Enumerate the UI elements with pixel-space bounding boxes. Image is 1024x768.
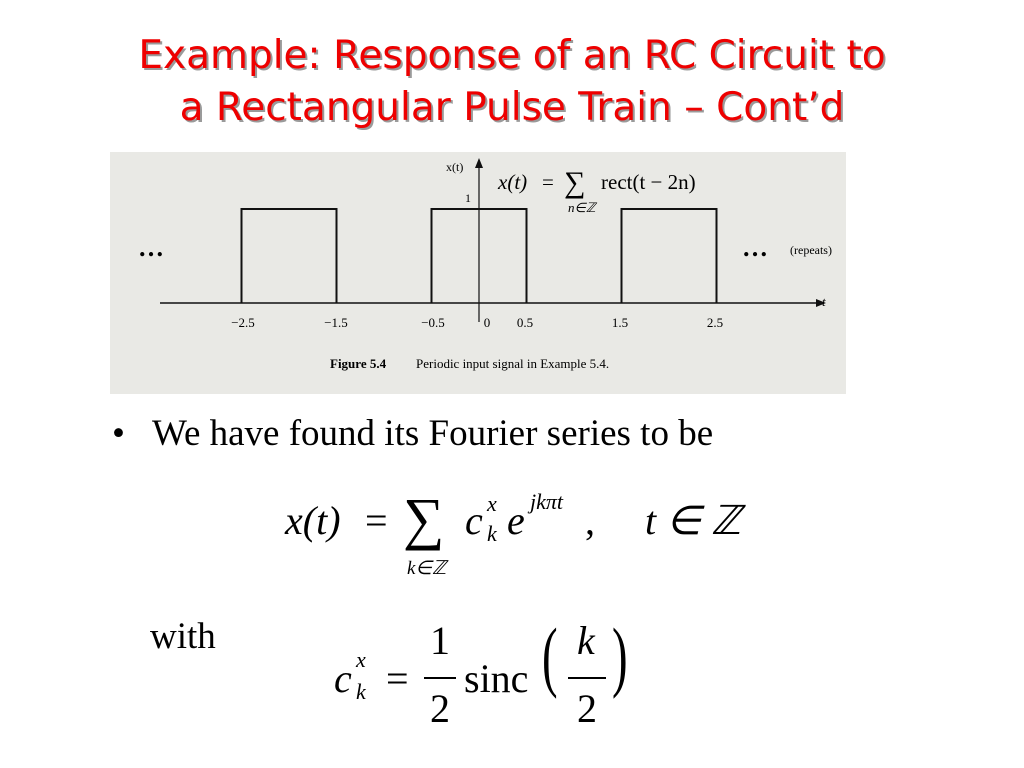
eq2-coef-sub: k bbox=[356, 679, 366, 704]
x-tick-label: 2.5 bbox=[707, 315, 723, 330]
eq2-arg-num: k bbox=[577, 618, 595, 663]
x-tick-label: 0.5 bbox=[517, 315, 533, 330]
eq2-coef-sup: x bbox=[356, 647, 366, 672]
figure-formula-lhs: x(t) bbox=[497, 170, 527, 194]
eq2-paren-close: ) bbox=[612, 612, 628, 699]
t-axis-arrow bbox=[816, 299, 826, 307]
figure-formula-sub: n∈ℤ bbox=[568, 200, 598, 215]
eq2-arg-den: 2 bbox=[577, 686, 597, 731]
caption-text: Periodic input signal in Example 5.4. bbox=[416, 356, 609, 371]
eq2-arg-bar bbox=[568, 677, 606, 679]
eq1-lhs: x(t) bbox=[285, 498, 341, 543]
eq2-paren-open: ( bbox=[542, 612, 558, 699]
eq2-frac-den: 2 bbox=[430, 686, 450, 731]
eq1-exp-base: e bbox=[507, 498, 525, 543]
pulse-train-plot: x(t) 1 t −2.5 −1.5 −0.5 0 0.5 1.5 2.5 … … bbox=[138, 158, 832, 371]
pulse-waveform bbox=[240, 208, 718, 303]
fourier-series-equation: x(t) = ∑ k∈ℤ c x k e jkπt , t ∈ ℤ bbox=[285, 486, 745, 587]
caption-label: Figure 5.4 bbox=[330, 356, 387, 371]
eq1-coef: c bbox=[465, 498, 483, 543]
x-tick-label: 0 bbox=[484, 315, 491, 330]
with-label: with bbox=[150, 616, 216, 657]
bullet-item: • We have found its Fourier series to be bbox=[112, 412, 713, 455]
bullet-text: We have found its Fourier series to be bbox=[152, 413, 714, 454]
x-tick-label: 1.5 bbox=[612, 315, 628, 330]
bullet-marker: • bbox=[112, 413, 125, 454]
right-ellipsis: … bbox=[742, 233, 768, 262]
x-axis-label: t bbox=[822, 294, 826, 309]
eq1-sum-symbol: ∑ bbox=[403, 486, 445, 551]
figure-image: x(t) 1 t −2.5 −1.5 −0.5 0 0.5 1.5 2.5 … … bbox=[110, 152, 846, 394]
x-tick-label: −0.5 bbox=[421, 315, 445, 330]
eq1-exp-sup: jkπt bbox=[530, 489, 564, 514]
figure-formula-sum: ∑ bbox=[564, 166, 585, 199]
eq2-coef: c bbox=[334, 656, 352, 701]
eq1-comma: , bbox=[585, 498, 595, 543]
eq1-equals: = bbox=[365, 498, 388, 543]
figure-formula-eq: = bbox=[542, 170, 554, 194]
coefficient-equation: c x k = 1 2 sinc ( k 2 ) bbox=[330, 612, 650, 745]
eq2-fraction-bar bbox=[424, 677, 456, 679]
eq2-equals: = bbox=[386, 656, 409, 701]
title-line-2: a Rectangular Pulse Train – Cont’d bbox=[179, 85, 845, 130]
eq2-frac-num: 1 bbox=[430, 618, 450, 663]
x-tick-label: −2.5 bbox=[231, 315, 255, 330]
eq1-domain: t ∈ ℤ bbox=[645, 498, 741, 543]
pulse-series bbox=[240, 208, 718, 303]
y-tick-label: 1 bbox=[465, 191, 471, 205]
figure-formula-rhs: rect(t − 2n) bbox=[601, 170, 696, 194]
eq2-function: sinc bbox=[464, 656, 529, 701]
eq1-coef-sub: k bbox=[487, 521, 497, 546]
eq1-sum-subscript: k∈ℤ bbox=[407, 558, 447, 579]
title-line-1: Example: Response of an RC Circuit to bbox=[138, 33, 886, 78]
slide-title: Example: Response of an RC Circuit to a … bbox=[0, 30, 1024, 134]
y-axis-label: x(t) bbox=[446, 160, 463, 174]
y-axis-arrow bbox=[475, 158, 483, 168]
repeats-label: (repeats) bbox=[790, 243, 832, 257]
eq1-coef-sup: x bbox=[487, 491, 497, 516]
left-ellipsis: … bbox=[138, 233, 164, 262]
x-tick-label: −1.5 bbox=[324, 315, 348, 330]
